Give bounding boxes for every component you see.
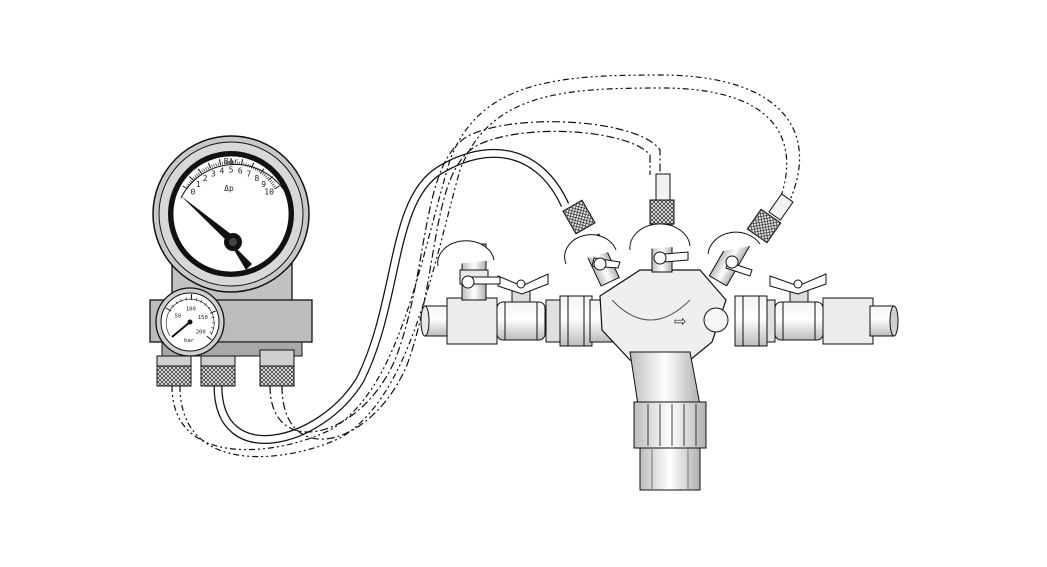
gauge-tick xyxy=(261,172,265,176)
gauge-tick xyxy=(259,168,265,174)
main-gauge-needle xyxy=(181,196,236,244)
gauge-tick xyxy=(209,331,213,334)
gauge-tick xyxy=(211,317,215,319)
gauge-tick xyxy=(254,167,257,171)
gauge-scale-label: 100 xyxy=(186,307,196,313)
gauge-tick xyxy=(203,168,206,172)
gauge-scale-label: 50 xyxy=(175,314,182,320)
pipeline: ⇨ xyxy=(420,173,899,491)
gauge-tick xyxy=(206,335,212,341)
gauge-scale-label: 200 xyxy=(196,329,206,335)
backflow-preventer-body: ⇨ xyxy=(589,269,729,491)
gauge-tick xyxy=(221,161,223,165)
gauge-scale-label: 8 xyxy=(254,174,259,183)
flow-direction-arrow: ⇨ xyxy=(674,308,686,332)
gauge-tick xyxy=(247,163,249,167)
gauge-tick xyxy=(210,310,216,314)
gauge-scale-label: 6 xyxy=(238,166,243,175)
gauge-tick xyxy=(218,159,222,166)
gauge-tick xyxy=(265,175,268,178)
gauge-tick xyxy=(215,163,217,167)
gauge-tick xyxy=(205,167,208,171)
gauge-tick xyxy=(267,176,273,181)
gauge-tick xyxy=(217,162,219,166)
gauge-tick xyxy=(240,159,244,166)
gauge-tick xyxy=(245,163,247,167)
gauge-tick xyxy=(270,181,274,185)
gauge-tick xyxy=(200,299,203,303)
gauge-tick xyxy=(239,161,241,165)
gauge-tick xyxy=(187,183,191,186)
gauge-tick xyxy=(263,173,266,177)
hoses xyxy=(171,74,801,458)
gauge-tick xyxy=(194,175,197,178)
gauge-tick xyxy=(197,172,201,176)
gauge-tick xyxy=(274,185,280,190)
dashed-hose xyxy=(171,74,801,451)
gauge-tick xyxy=(189,179,193,183)
small-gauge-unit: bar xyxy=(184,338,195,344)
gauge-tick xyxy=(204,303,207,306)
gauge-tick xyxy=(196,173,199,177)
main-gauge-unit: Bar xyxy=(224,157,239,166)
gauge-tick xyxy=(273,185,276,188)
gauge-scale-label: 1 xyxy=(196,180,201,189)
gauge-tick xyxy=(188,181,192,185)
test-valve-2 xyxy=(629,173,691,273)
gauge-scale-label: 2 xyxy=(203,174,208,183)
small-gauge-needle xyxy=(171,321,191,338)
gauge-tick xyxy=(211,327,215,329)
gauge-tick xyxy=(258,169,261,173)
gauge-scale-label: 150 xyxy=(198,315,208,321)
gauge-tick xyxy=(250,162,255,169)
gauge-tick xyxy=(197,168,203,174)
gauge-tick xyxy=(182,185,188,190)
gauge-tick xyxy=(207,162,212,169)
gauge-tick xyxy=(175,301,178,305)
gauge-tick xyxy=(186,185,189,188)
upstream-test-valve xyxy=(437,240,501,301)
gauge-tick xyxy=(180,298,183,302)
gauge-tick xyxy=(213,163,215,167)
gauge-tick xyxy=(165,307,172,312)
gauge-scale-label: 9 xyxy=(261,180,266,189)
gauge-tick xyxy=(269,179,273,183)
gauge-tick xyxy=(201,169,204,173)
gauge-tick xyxy=(271,183,275,186)
gauge-tick xyxy=(189,176,195,181)
gauge-tick xyxy=(195,297,198,301)
gauge-scale-label: 7 xyxy=(246,169,251,178)
test-valve-1 xyxy=(562,199,621,287)
gauge-tick xyxy=(252,166,255,170)
gauge-tick xyxy=(266,176,270,180)
main-gauge-ticks xyxy=(182,158,280,190)
manifold-connectors xyxy=(156,349,295,387)
right-isolation-valve xyxy=(769,273,827,341)
dashdot-hose xyxy=(269,121,661,433)
gauge-scale-label: 3 xyxy=(211,169,216,178)
test-valve-3 xyxy=(707,193,794,287)
gauge-tick xyxy=(256,168,259,172)
gauge-tick xyxy=(211,164,213,168)
gauge-scale-label: 0 xyxy=(190,188,195,197)
left-isolation-valve xyxy=(496,273,549,341)
gauge-tick xyxy=(249,164,251,168)
gauge-tick xyxy=(171,304,175,308)
small-gauge-ticks xyxy=(165,294,216,341)
main-gauge-symbol: Δp xyxy=(224,184,234,193)
gauge-tick xyxy=(207,307,211,310)
gauge-tick xyxy=(192,176,196,180)
gauge-scale-label: 10 xyxy=(264,188,274,197)
gauge-tick xyxy=(207,166,210,170)
gauge-tick xyxy=(243,162,245,166)
gauge-scale-label: 4 xyxy=(219,166,224,175)
gauge-scale-label: 5 xyxy=(229,166,234,175)
